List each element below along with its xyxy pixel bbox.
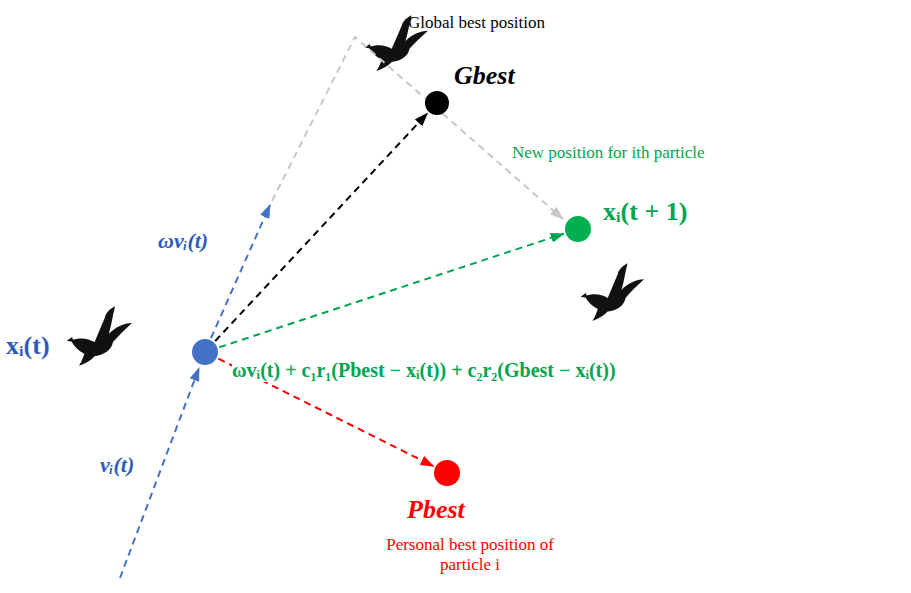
inertia-arrow — [211, 205, 270, 338]
global-best-dot: Global best positionGbest — [425, 91, 449, 115]
vector-sum-path — [272, 37, 563, 219]
personal-best-dot: PbestPersonal best position of particle … — [434, 460, 460, 486]
node-title: xᵢ(t + 1) — [603, 196, 687, 227]
node-title: Gbest — [454, 60, 515, 91]
node-caption: New position for ith particle — [512, 143, 705, 163]
node-title: Pbest — [407, 494, 465, 525]
update-formula: ωvᵢ(t) + c₁r₁(Pbest − xᵢ(t)) + c₂r₂(Gbes… — [232, 358, 616, 382]
inertia-label: ωvᵢ(t) — [158, 228, 208, 254]
node-caption: Global best position — [408, 13, 545, 33]
velocity-label: vᵢ(t) — [100, 452, 134, 478]
dashed-arrow — [215, 113, 427, 341]
node-caption: Personal best position of particle i — [370, 535, 570, 576]
bird-silhouette — [581, 263, 644, 321]
new-position-dot: New position for ith particlexᵢ(t + 1) — [565, 216, 591, 242]
bird-silhouette — [67, 306, 132, 366]
node-title: xᵢ(t) — [6, 330, 50, 361]
dashed-arrow — [219, 234, 564, 348]
current-position-dot: xᵢ(t) — [192, 339, 218, 365]
